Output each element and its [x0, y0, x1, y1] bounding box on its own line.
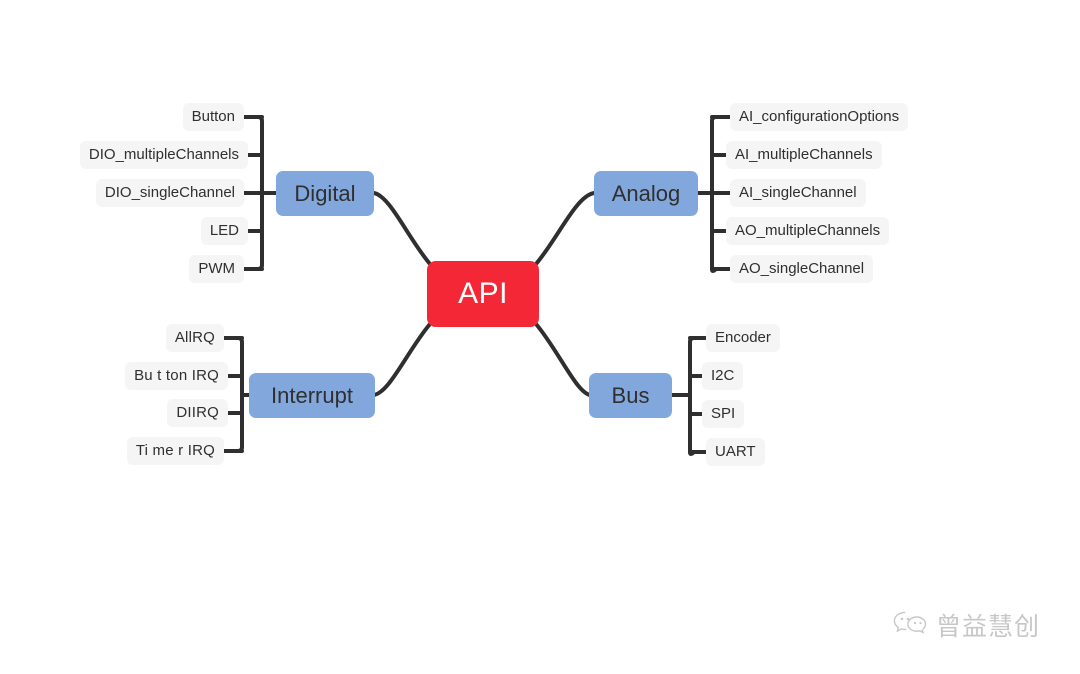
branch-node-analog[interactable]: Analog: [594, 171, 698, 216]
leaf-analog-ai-single[interactable]: AI_singleChannel: [730, 179, 866, 207]
leaf-analog-ai-config[interactable]: AI_configurationOptions: [730, 103, 909, 131]
leaf-interrupt-dio-irq[interactable]: DIIRQ: [167, 399, 228, 427]
branch-label-analog: Analog: [611, 180, 681, 206]
leaf-interrupt-all-irq[interactable]: AllRQ: [165, 324, 224, 352]
spine-bus: [688, 336, 702, 456]
edge-root-digital: [372, 191, 432, 266]
branch-node-bus[interactable]: Bus: [589, 373, 672, 418]
leaf-interrupt-timer-irq[interactable]: Ti me r IRQ: [126, 437, 224, 465]
wechat-icon: [893, 611, 927, 634]
leaf-digital-dio-single[interactable]: DIO_singleChannel: [95, 179, 244, 207]
branch-node-interrupt[interactable]: Interrupt: [249, 373, 375, 418]
spine-interrupt: [230, 336, 244, 453]
leaf-bus-uart[interactable]: UART: [706, 438, 765, 466]
watermark-text: 曾益慧创: [936, 612, 1041, 641]
spine-analog: [710, 115, 724, 273]
branch-label-bus: Bus: [611, 382, 650, 408]
edge-root-analog: [534, 191, 596, 266]
edge-root-bus: [534, 322, 592, 397]
leaf-analog-ai-multiple[interactable]: AI_multipleChannels: [726, 141, 882, 169]
root-node-api[interactable]: API: [427, 261, 539, 327]
root-node-label: API: [458, 277, 508, 310]
leaf-digital-dio-multiple[interactable]: DIO_multipleChannels: [79, 141, 248, 169]
leaf-bus-encoder[interactable]: Encoder: [706, 324, 780, 352]
branch-label-interrupt: Interrupt: [271, 382, 353, 408]
leaf-bus-i2c[interactable]: I2C: [702, 362, 744, 390]
watermark: 曾益慧创: [893, 607, 1040, 643]
leaf-digital-led[interactable]: LED: [200, 217, 248, 245]
spine-digital: [250, 115, 264, 271]
branch-node-digital[interactable]: Digital: [276, 171, 374, 216]
leaf-analog-ao-single[interactable]: AO_singleChannel: [730, 255, 874, 283]
branch-label-digital: Digital: [294, 180, 356, 206]
leaf-digital-button[interactable]: Button: [182, 103, 244, 131]
leaf-interrupt-button-irq[interactable]: Bu t ton IRQ: [125, 362, 228, 390]
leaf-bus-spi[interactable]: SPI: [702, 400, 745, 428]
leaf-digital-pwm[interactable]: PWM: [189, 255, 244, 283]
leaf-analog-ao-multiple[interactable]: AO_multipleChannels: [726, 217, 890, 245]
edge-root-interrupt: [372, 322, 432, 397]
